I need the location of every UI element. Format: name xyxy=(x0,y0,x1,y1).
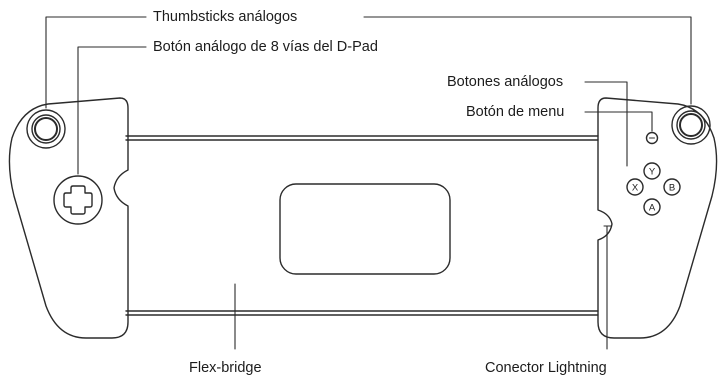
right-grip xyxy=(597,97,718,339)
label-menu: Botón de menu xyxy=(466,104,565,120)
leader-lines xyxy=(45,16,692,350)
button-a xyxy=(643,198,661,216)
button-b-label: B xyxy=(669,183,675,194)
button-y xyxy=(643,162,661,180)
left-thumbstick xyxy=(26,109,66,149)
button-x xyxy=(626,178,644,196)
face-buttons: Y X B A xyxy=(626,162,681,216)
dpad xyxy=(53,175,103,225)
label-thumbsticks: Thumbsticks análogos xyxy=(153,9,298,25)
label-bridge: Flex-bridge xyxy=(189,360,262,376)
right-thumbstick xyxy=(671,105,711,145)
menu-button xyxy=(645,131,659,145)
button-a-label: A xyxy=(649,203,656,214)
flex-bridge xyxy=(125,135,599,316)
button-y-label: Y xyxy=(649,167,656,178)
label-dpad: Botón análogo de 8 vías del D-Pad xyxy=(153,39,378,55)
button-x-label: X xyxy=(632,183,639,194)
label-lightning: Conector Lightning xyxy=(485,360,607,376)
bridge-window xyxy=(279,183,451,275)
label-buttons: Botones análogos xyxy=(447,74,564,90)
button-b xyxy=(663,178,681,196)
left-grip xyxy=(8,97,129,339)
